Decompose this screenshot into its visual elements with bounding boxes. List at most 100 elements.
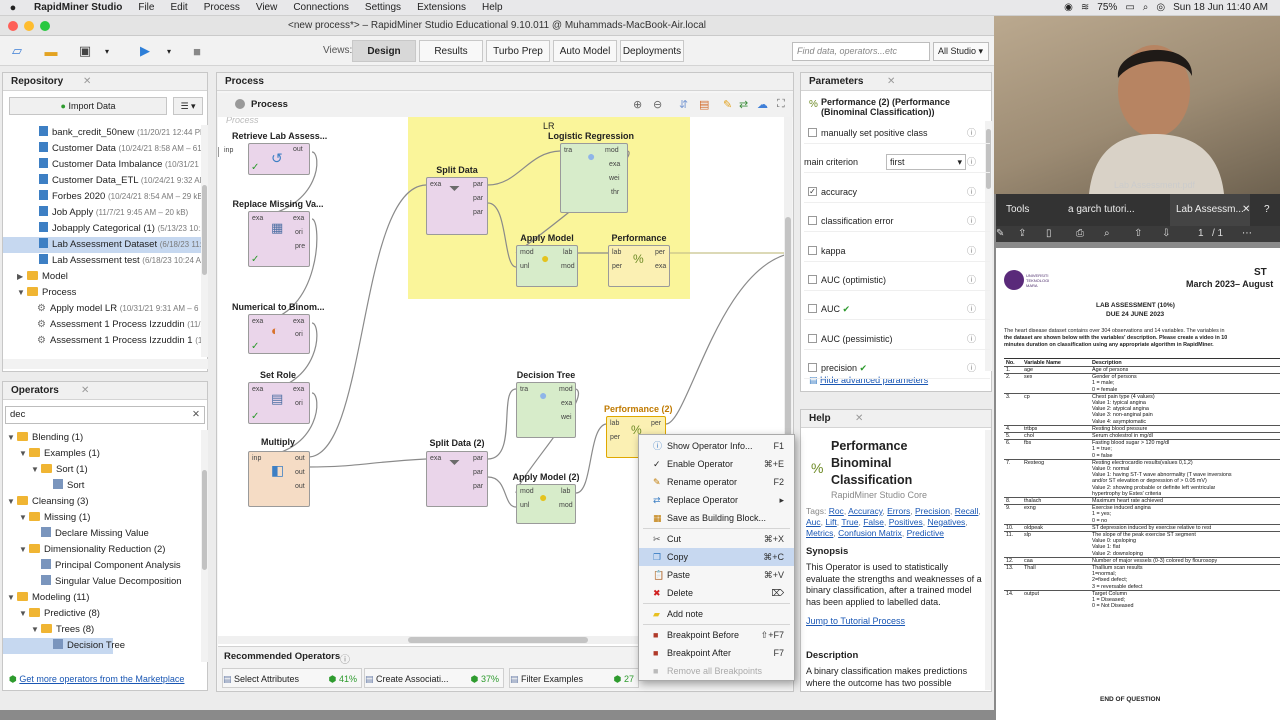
connection-perf2-out[interactable] xyxy=(665,252,792,425)
upload-icon[interactable]: ⇪ xyxy=(1018,228,1027,239)
repo-folder[interactable]: ▼Process xyxy=(3,285,76,301)
repo-process-item[interactable]: ⚙Assessment 1 Process Izzuddin (11/21/ xyxy=(3,317,201,333)
wire-icon[interactable]: ⇄ xyxy=(739,99,749,111)
pdf-tab-lab-assessment[interactable]: Lab Assessm... xyxy=(1170,194,1250,226)
info-icon[interactable]: ⓘ xyxy=(966,216,976,226)
prev-page-icon[interactable]: ⇧ xyxy=(1134,228,1143,239)
view-tab-turbo-prep[interactable]: Turbo Prep xyxy=(486,40,550,62)
operators-scrollbar[interactable] xyxy=(201,430,208,662)
close-help-icon[interactable]: ✕ xyxy=(855,413,864,424)
parameters-scroll-thumb[interactable] xyxy=(986,129,991,189)
help-tag[interactable]: Metrics xyxy=(806,528,834,538)
operator-tree-node[interactable]: ▼Cleansing (3) xyxy=(3,494,89,510)
arrange-icon[interactable]: ☁ xyxy=(757,99,768,111)
help-tag[interactable]: True xyxy=(841,517,859,527)
menubar-item-settings[interactable]: Settings xyxy=(364,2,402,13)
operator-tree-node[interactable]: ▼Predictive (8) xyxy=(3,606,100,622)
operator-tree-node[interactable]: ▼Trees (8) xyxy=(3,622,94,638)
document-icon[interactable]: ▯ xyxy=(1046,228,1052,239)
repo-item[interactable]: Forbes 2020 (10/24/21 8:54 AM – 29 kB xyxy=(3,189,201,205)
view-tab-deployments[interactable]: Deployments xyxy=(620,40,684,62)
menu-item-delete[interactable]: ✖Delete⌦ xyxy=(639,584,794,602)
main-criterion-select[interactable]: first▾ xyxy=(886,154,966,170)
import-data-button[interactable]: ● Import Data xyxy=(9,97,167,115)
open-folder-icon[interactable]: ▬ xyxy=(44,43,58,59)
parameter-row[interactable]: AUC (pessimistic)ⓘ xyxy=(804,328,990,350)
repository-hscrollbar[interactable] xyxy=(3,359,208,369)
help-tag[interactable]: Lift xyxy=(825,517,837,527)
info-icon[interactable]: ⓘ xyxy=(966,128,976,138)
repo-folder[interactable]: ▶Model xyxy=(3,269,68,285)
repo-item[interactable]: Customer Data Imbalance (10/31/21 9: xyxy=(3,157,201,173)
checkbox[interactable] xyxy=(808,304,817,313)
operator-tree-node[interactable]: ▼Missing (1) xyxy=(3,510,90,526)
help-tag[interactable]: Precision xyxy=(915,506,950,516)
save-dropdown-icon[interactable]: ▾ xyxy=(104,46,109,56)
menubar-item-view[interactable]: View xyxy=(255,2,278,13)
operator-tree-node[interactable]: ▼Modeling (11) xyxy=(3,590,89,606)
info-icon[interactable]: ⓘ xyxy=(966,187,976,197)
repository-scrollbar[interactable] xyxy=(201,125,208,357)
op-decision-tree[interactable]: tra mod exa wei ● xyxy=(516,382,576,438)
chevron-down-icon[interactable]: ▼ xyxy=(7,433,15,442)
menu-item-enable-operator[interactable]: ✓Enable Operator⌘+E xyxy=(639,455,794,473)
repo-item[interactable]: Job Apply (11/7/21 9:45 AM – 20 kB) xyxy=(3,205,201,221)
help-tag[interactable]: Confusion Matrix xyxy=(838,528,902,538)
repository-scroll-thumb[interactable] xyxy=(202,185,207,275)
menu-item-add-note[interactable]: ▰Add note xyxy=(639,605,794,623)
minimize-window-icon[interactable] xyxy=(24,21,34,31)
pdf-tab-garch[interactable]: a garch tutori... xyxy=(1068,204,1135,215)
zoom-window-icon[interactable] xyxy=(40,21,50,31)
parameter-row[interactable]: AUC (optimistic)ⓘ xyxy=(804,269,990,291)
run-dropdown-icon[interactable]: ▾ xyxy=(166,46,171,56)
clear-search-icon[interactable]: ✕ xyxy=(192,409,200,420)
process-canvas[interactable]: Process LR inp Retrieve Lab Assess... ↺ … xyxy=(218,117,792,647)
menubar-item-process[interactable]: Process xyxy=(203,2,240,13)
info-icon[interactable]: ⓘ xyxy=(966,304,976,314)
close-window-icon[interactable] xyxy=(8,21,18,31)
view-tab-results[interactable]: Results xyxy=(419,40,483,62)
chevron-down-icon[interactable]: ▼ xyxy=(7,497,15,506)
checkbox-checked[interactable]: ✓ xyxy=(808,187,817,196)
battery-label[interactable]: 75% xyxy=(1097,2,1118,13)
operator-tree-node[interactable]: Singular Value Decomposition xyxy=(3,574,182,590)
close-parameters-icon[interactable]: ✕ xyxy=(887,76,896,87)
help-circle-icon[interactable]: ? xyxy=(1264,204,1270,215)
next-page-icon[interactable]: ⇩ xyxy=(1162,228,1171,239)
op-replace-missing[interactable]: exa exa ori pre ▦ ✓ xyxy=(248,211,310,267)
stop-icon[interactable]: ■ xyxy=(193,43,201,59)
info-icon[interactable]: ⓘ xyxy=(966,275,976,285)
op-num-to-binom[interactable]: exa exa ori ◐ ✓ xyxy=(248,314,310,354)
help-tag[interactable]: Errors xyxy=(887,506,911,516)
hide-advanced-link[interactable]: ▤ Hide advanced parameters xyxy=(809,375,928,386)
help-tag[interactable]: Positives xyxy=(888,517,923,527)
breadcrumb-process[interactable]: Process xyxy=(251,99,288,110)
op-split-data[interactable]: exa par par par ⏷ xyxy=(426,177,488,235)
checkbox[interactable] xyxy=(808,128,817,137)
op-multiply[interactable]: inp out out out ◧ xyxy=(248,451,310,507)
chevron-down-icon[interactable]: ▼ xyxy=(19,609,27,618)
canvas-vscrollbar[interactable] xyxy=(784,117,792,635)
repo-item[interactable]: Customer Data_ETL (10/24/21 9:32 AM – xyxy=(3,173,201,189)
info-icon[interactable]: ⓘ xyxy=(966,246,976,256)
view-tab-design[interactable]: Design xyxy=(352,40,416,62)
run-icon[interactable]: ▶ xyxy=(140,43,150,58)
tutorial-link[interactable]: Jump to Tutorial Process xyxy=(806,616,906,626)
record-icon[interactable]: ◉ xyxy=(1064,2,1073,13)
recommended-item[interactable]: ▤ Select Attributes⬢ 41% xyxy=(222,668,362,688)
auto-wire-icon[interactable]: ⇵ xyxy=(679,99,689,111)
zoom-in-icon[interactable]: ⊕ xyxy=(633,99,643,111)
menu-item-paste[interactable]: 📋Paste⌘+V xyxy=(639,566,794,584)
op-split-data-2[interactable]: exa par par par ⏷ xyxy=(426,451,488,507)
canvas-hscrollbar[interactable] xyxy=(218,636,792,644)
close-operators-icon[interactable]: ✕ xyxy=(81,385,90,396)
operator-tree-node[interactable]: Decision Tree xyxy=(3,638,125,654)
process-input-port[interactable] xyxy=(218,147,222,157)
menu-item-remove-all-breakpoints[interactable]: ■Remove all Breakpoints xyxy=(639,662,794,680)
op-apply-model[interactable]: mod unl lab mod ● xyxy=(516,245,578,287)
help-tag[interactable]: Negatives xyxy=(927,517,966,527)
